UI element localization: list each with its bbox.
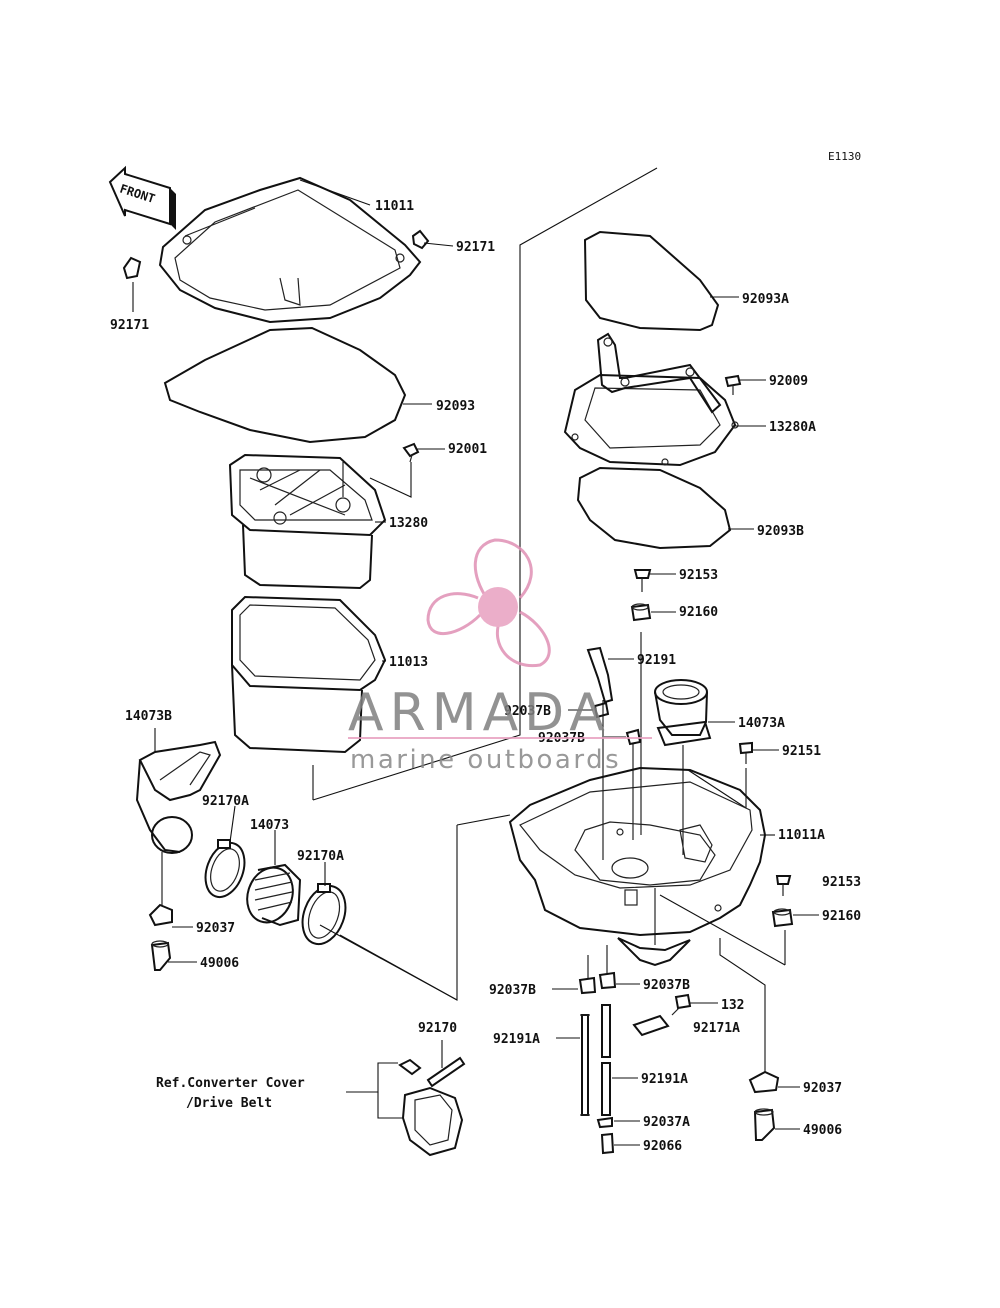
part-label-p92001: 92001 bbox=[448, 442, 487, 457]
part-label-p92170A_b: 92170A bbox=[297, 849, 344, 864]
clip-icon-92037B-c bbox=[578, 955, 597, 995]
part-label-p92037_a: 92037 bbox=[196, 921, 235, 936]
part-label-p132: 132 bbox=[721, 998, 744, 1013]
screw-icon-92001 bbox=[402, 442, 420, 463]
part-label-p49006_b: 49006 bbox=[803, 1123, 842, 1138]
screw-icon-92009 bbox=[724, 374, 742, 395]
front-arrow-icon: FRONT bbox=[108, 165, 176, 230]
clamp-icon-92170A-left bbox=[204, 805, 246, 899]
part-label-p92037B_d: 92037B bbox=[643, 978, 690, 993]
converter-cover-icon bbox=[346, 1058, 464, 1157]
air-filter-element-11013 bbox=[231, 595, 387, 754]
clamp-icon-92170A-right bbox=[301, 862, 458, 1001]
fitting-icon-92066 bbox=[600, 1132, 615, 1155]
air-cleaner-case-11011A bbox=[508, 766, 767, 967]
part-label-p13280: 13280 bbox=[389, 516, 428, 531]
hose-92191 bbox=[586, 646, 614, 860]
bolt-icon-92151 bbox=[687, 741, 753, 809]
part-labels: 11011 92171 92171 92093 92001 13280 11013 92093… bbox=[110, 179, 861, 1154]
reference-note-line1: Ref.Converter Cover bbox=[156, 1076, 305, 1091]
watermark-brand: ARMADA bbox=[348, 683, 611, 743]
grommet-icon-92160-right bbox=[771, 908, 794, 928]
band-icon-92170 bbox=[426, 1040, 466, 1088]
leader-line-p92171_r bbox=[423, 242, 454, 247]
duct-14073B bbox=[135, 728, 222, 905]
part-label-p92160_b: 92160 bbox=[822, 909, 861, 924]
joint-14073 bbox=[246, 830, 302, 927]
clip-icon-92171A bbox=[632, 1014, 670, 1037]
part-label-p92171_r: 92171 bbox=[456, 240, 495, 255]
tube-92191A-right bbox=[601, 1004, 611, 1116]
part-label-p11013: 11013 bbox=[389, 655, 428, 670]
clip-icon-92037B-a bbox=[593, 701, 610, 719]
clip-icon-92037A bbox=[596, 1116, 613, 1129]
part-label-p92171_l: 92171 bbox=[110, 318, 149, 333]
seal-92093A bbox=[583, 230, 720, 332]
part-label-p92191A_a: 92191A bbox=[493, 1032, 540, 1047]
part-label-p92066: 92066 bbox=[643, 1139, 682, 1154]
duct-14073A bbox=[654, 679, 712, 855]
part-label-p49006_a: 49006 bbox=[200, 956, 239, 971]
part-label-p14073: 14073 bbox=[250, 818, 289, 833]
part-label-p92191: 92191 bbox=[637, 653, 676, 668]
cap-icon-49006-left bbox=[150, 940, 172, 971]
reference-note-line2: /Drive Belt bbox=[186, 1096, 272, 1111]
clip-icon-92037-right bbox=[748, 1070, 780, 1094]
part-label-p92009: 92009 bbox=[769, 374, 808, 389]
leader-line-p11011 bbox=[299, 179, 371, 206]
part-label-p92151: 92151 bbox=[782, 744, 821, 759]
part-label-p14073A: 14073A bbox=[738, 716, 785, 731]
part-label-p92153_b: 92153 bbox=[822, 875, 861, 890]
armada-logo: ARMADA marine outboards bbox=[348, 538, 652, 775]
seal-92093B bbox=[576, 466, 732, 550]
grommet-icon-92160-top bbox=[630, 603, 652, 835]
part-label-p92191A_b: 92191A bbox=[641, 1072, 688, 1087]
clip-icon-92037-left bbox=[148, 903, 173, 927]
part-label-p11011A: 11011A bbox=[778, 828, 825, 843]
propeller-logo-icon bbox=[426, 538, 551, 668]
part-label-p11011: 11011 bbox=[375, 199, 414, 214]
part-label-p92160_a: 92160 bbox=[679, 605, 718, 620]
air-cleaner-cover-11011 bbox=[158, 176, 422, 324]
bolt-icon-92153-right bbox=[775, 875, 792, 896]
watermark-tagline: marine outboards bbox=[350, 745, 621, 775]
seal-92093 bbox=[163, 326, 407, 444]
holder-13280A bbox=[563, 332, 739, 467]
part-label-p92093A: 92093A bbox=[742, 292, 789, 307]
part-label-p92037A: 92037A bbox=[643, 1115, 690, 1130]
part-label-p92037B_c: 92037B bbox=[489, 983, 536, 998]
clip-icon-92037B-d bbox=[598, 945, 617, 990]
case-leader-lines bbox=[654, 888, 786, 1072]
part-label-p92153_a: 92153 bbox=[679, 568, 718, 583]
bolt-icon-92153-top bbox=[633, 569, 652, 592]
part-label-p92093: 92093 bbox=[436, 399, 475, 414]
clip-icon-92171-right bbox=[411, 229, 430, 250]
part-label-p14073B: 14073B bbox=[125, 709, 172, 724]
cap-icon-49006-right bbox=[753, 1108, 776, 1141]
clip-icon-92171-left bbox=[122, 256, 142, 280]
bolt-icon-132 bbox=[671, 993, 692, 1016]
part-label-p92093B: 92093B bbox=[757, 524, 804, 539]
part-label-p92171A: 92171A bbox=[693, 1021, 740, 1036]
part-label-p92037B_a: 92037B bbox=[504, 704, 551, 719]
part-label-p92037_b: 92037 bbox=[803, 1081, 842, 1096]
part-label-p92170: 92170 bbox=[418, 1021, 457, 1036]
tube-92191A-left bbox=[580, 1014, 590, 1116]
part-label-p13280A: 13280A bbox=[769, 420, 816, 435]
diagram-code: E1130 bbox=[828, 150, 861, 163]
part-label-p92170A_a: 92170A bbox=[202, 794, 249, 809]
holder-13280 bbox=[228, 453, 412, 590]
